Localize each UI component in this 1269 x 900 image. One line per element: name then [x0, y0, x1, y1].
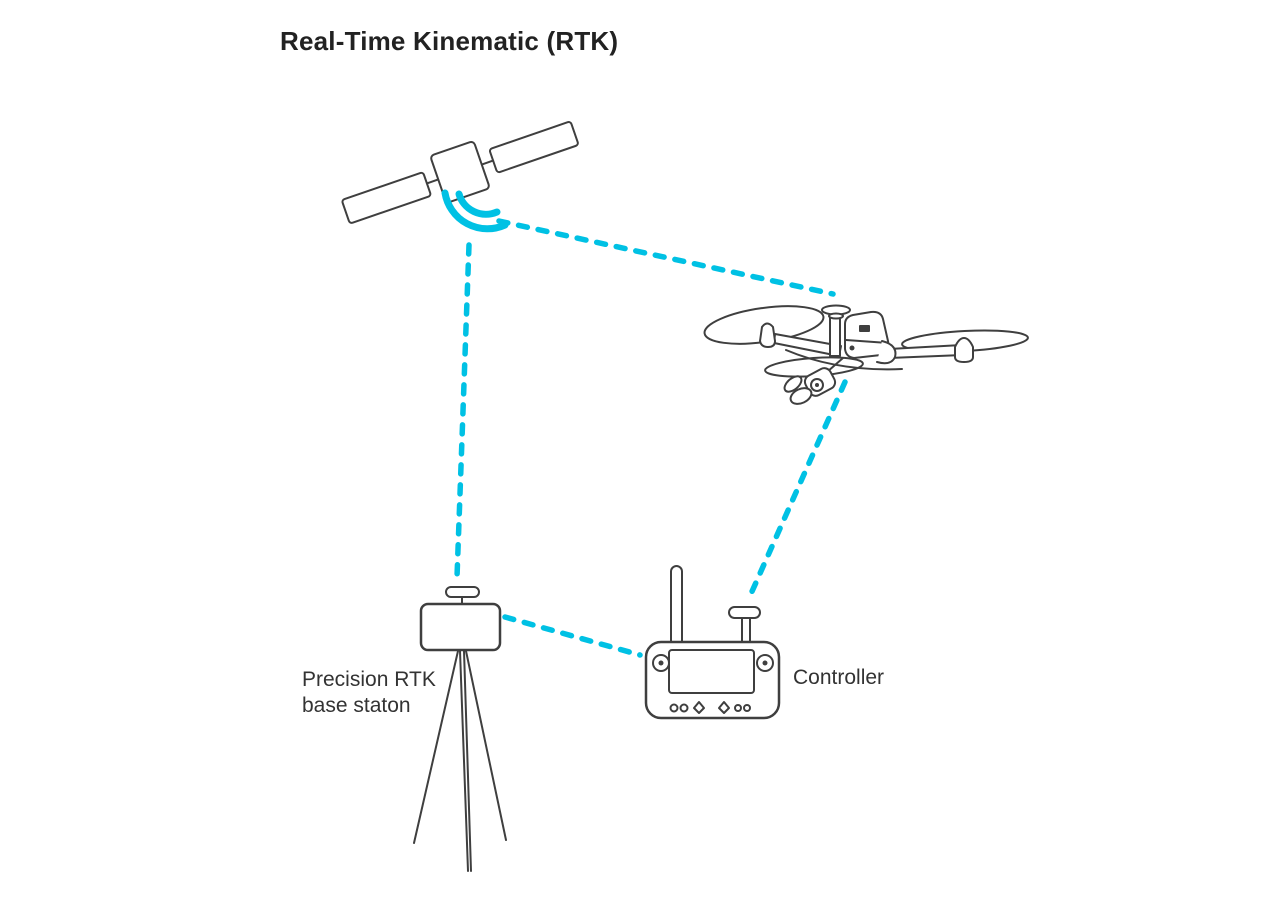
- controller-icon: [644, 565, 781, 720]
- tripod-right-leg: [465, 650, 507, 841]
- tripod-left-leg: [413, 650, 459, 844]
- signal-wave-inner: [455, 190, 501, 218]
- controller-screen: [668, 649, 755, 694]
- satellite-right-boom: [480, 159, 495, 166]
- drone-body-dot: [849, 345, 855, 351]
- drone-underbody-line: [785, 349, 903, 371]
- signal-waves-icon: [441, 189, 509, 233]
- satellite-left-boom: [425, 178, 440, 185]
- drone-camera-lens-pupil: [815, 383, 819, 387]
- drone-right-arm: [887, 344, 964, 359]
- drone-camera-mount: [789, 387, 813, 405]
- link-satellite-base-station: [454, 242, 472, 580]
- base-station-label-line1: Precision RTK: [302, 668, 436, 691]
- signal-wave-outer: [441, 189, 509, 233]
- satellite-icon: [341, 121, 579, 233]
- base-station-icon: [413, 586, 507, 872]
- drone-right-motor: [954, 337, 974, 363]
- link-satellite-drone: [496, 218, 836, 297]
- drone-icon: [703, 304, 1029, 405]
- controller-t-antenna-stem: [741, 614, 751, 646]
- base-station-label-line2: base staton: [302, 694, 411, 717]
- controller-button-2: [679, 703, 689, 713]
- controller-antenna: [670, 565, 683, 647]
- controller-button-1: [669, 703, 679, 713]
- base-station-antenna: [445, 586, 480, 598]
- controller-button-4: [718, 701, 730, 714]
- drone-nose-cowl: [876, 340, 897, 365]
- drone-body-badge: [859, 325, 870, 332]
- drone-antenna-mast: [829, 313, 841, 357]
- link-drone-controller: [747, 379, 848, 599]
- controller-button-5: [734, 704, 742, 712]
- link-base-station-controller: [502, 614, 643, 658]
- controller-button-6: [743, 704, 751, 712]
- controller-right-stick-dot: [762, 660, 768, 666]
- tripod-icon: [413, 650, 507, 872]
- controller-t-antenna: [728, 606, 761, 619]
- base-station-label: Precision RTK base staton: [302, 667, 436, 719]
- base-station-body: [419, 602, 502, 652]
- satellite-right-panel: [488, 121, 579, 174]
- controller-button-3: [693, 701, 705, 714]
- satellite-left-panel: [341, 171, 432, 224]
- tripod-center-leg: [459, 650, 469, 872]
- page-title: Real-Time Kinematic (RTK): [280, 26, 619, 56]
- satellite-body: [430, 140, 490, 204]
- drone-gimbal-blade: [783, 375, 803, 393]
- drone-body: [844, 310, 890, 359]
- drone-gnss-antenna-base: [828, 312, 844, 320]
- controller-left-stick-dot: [658, 660, 664, 666]
- tripod-center-leg-edge: [463, 650, 472, 872]
- drone-body-seam: [845, 339, 889, 344]
- drone-left-motor: [759, 322, 776, 348]
- controller-label: Controller: [793, 666, 885, 689]
